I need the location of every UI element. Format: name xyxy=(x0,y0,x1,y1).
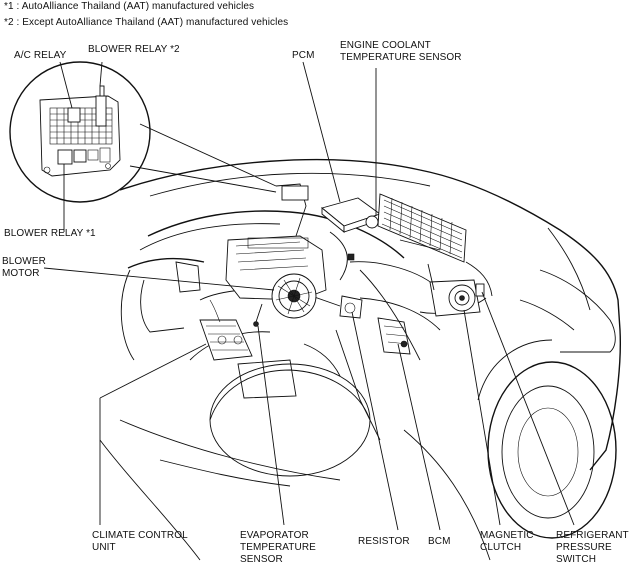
label-blower-motor: BLOWER MOTOR xyxy=(2,256,46,280)
engine-bay xyxy=(321,193,493,331)
label-evaporator-temperature-sensor: EVAPORATOR TEMPERATURE SENSOR xyxy=(240,530,316,566)
label-ac-relay: A/C RELAY xyxy=(14,50,67,61)
label-blower-relay-1: BLOWER RELAY *1 xyxy=(4,228,96,239)
label-refrig-line3: SWITCH xyxy=(556,554,597,565)
relay-box-inset xyxy=(9,61,277,203)
label-climate-control-unit: CLIMATE CONTROL UNIT xyxy=(92,530,188,554)
label-evap-line2: TEMPERATURE xyxy=(240,542,316,553)
label-bcm: BCM xyxy=(428,536,451,547)
label-pcm: PCM xyxy=(292,50,315,61)
label-magnetic-line2: CLUTCH xyxy=(480,542,522,553)
label-refrig-line1: REFRIGERANT xyxy=(556,530,629,541)
label-magnetic-line1: MAGNETIC xyxy=(480,530,534,541)
label-blower-relay-2: BLOWER RELAY *2 xyxy=(88,44,180,55)
label-blower-motor-line2: MOTOR xyxy=(2,268,40,279)
label-engine-coolant-temp-sensor: ENGINE COOLANT TEMPERATURE SENSOR xyxy=(340,40,462,64)
label-refrig-line2: PRESSURE xyxy=(556,542,612,553)
label-resistor: RESISTOR xyxy=(358,536,410,547)
label-ect-line2: TEMPERATURE SENSOR xyxy=(340,52,462,63)
label-refrigerant-pressure-switch: REFRIGERANT PRESSURE SWITCH xyxy=(556,530,629,566)
footnote-2: *2 : Except AutoAlliance Thailand (AAT) … xyxy=(4,17,289,28)
leader-lines xyxy=(43,61,575,531)
label-evap-line3: SENSOR xyxy=(240,554,283,565)
label-blower-motor-line1: BLOWER xyxy=(2,256,46,267)
label-magnetic-clutch: MAGNETIC CLUTCH xyxy=(480,530,534,554)
label-climate-line2: UNIT xyxy=(92,542,116,553)
label-ect-line1: ENGINE COOLANT xyxy=(340,40,431,51)
dashboard xyxy=(120,183,421,487)
label-evap-line1: EVAPORATOR xyxy=(240,530,309,541)
label-climate-line1: CLIMATE CONTROL xyxy=(92,530,188,541)
footnote-1: *1 : AutoAlliance Thailand (AAT) manufac… xyxy=(4,1,255,12)
